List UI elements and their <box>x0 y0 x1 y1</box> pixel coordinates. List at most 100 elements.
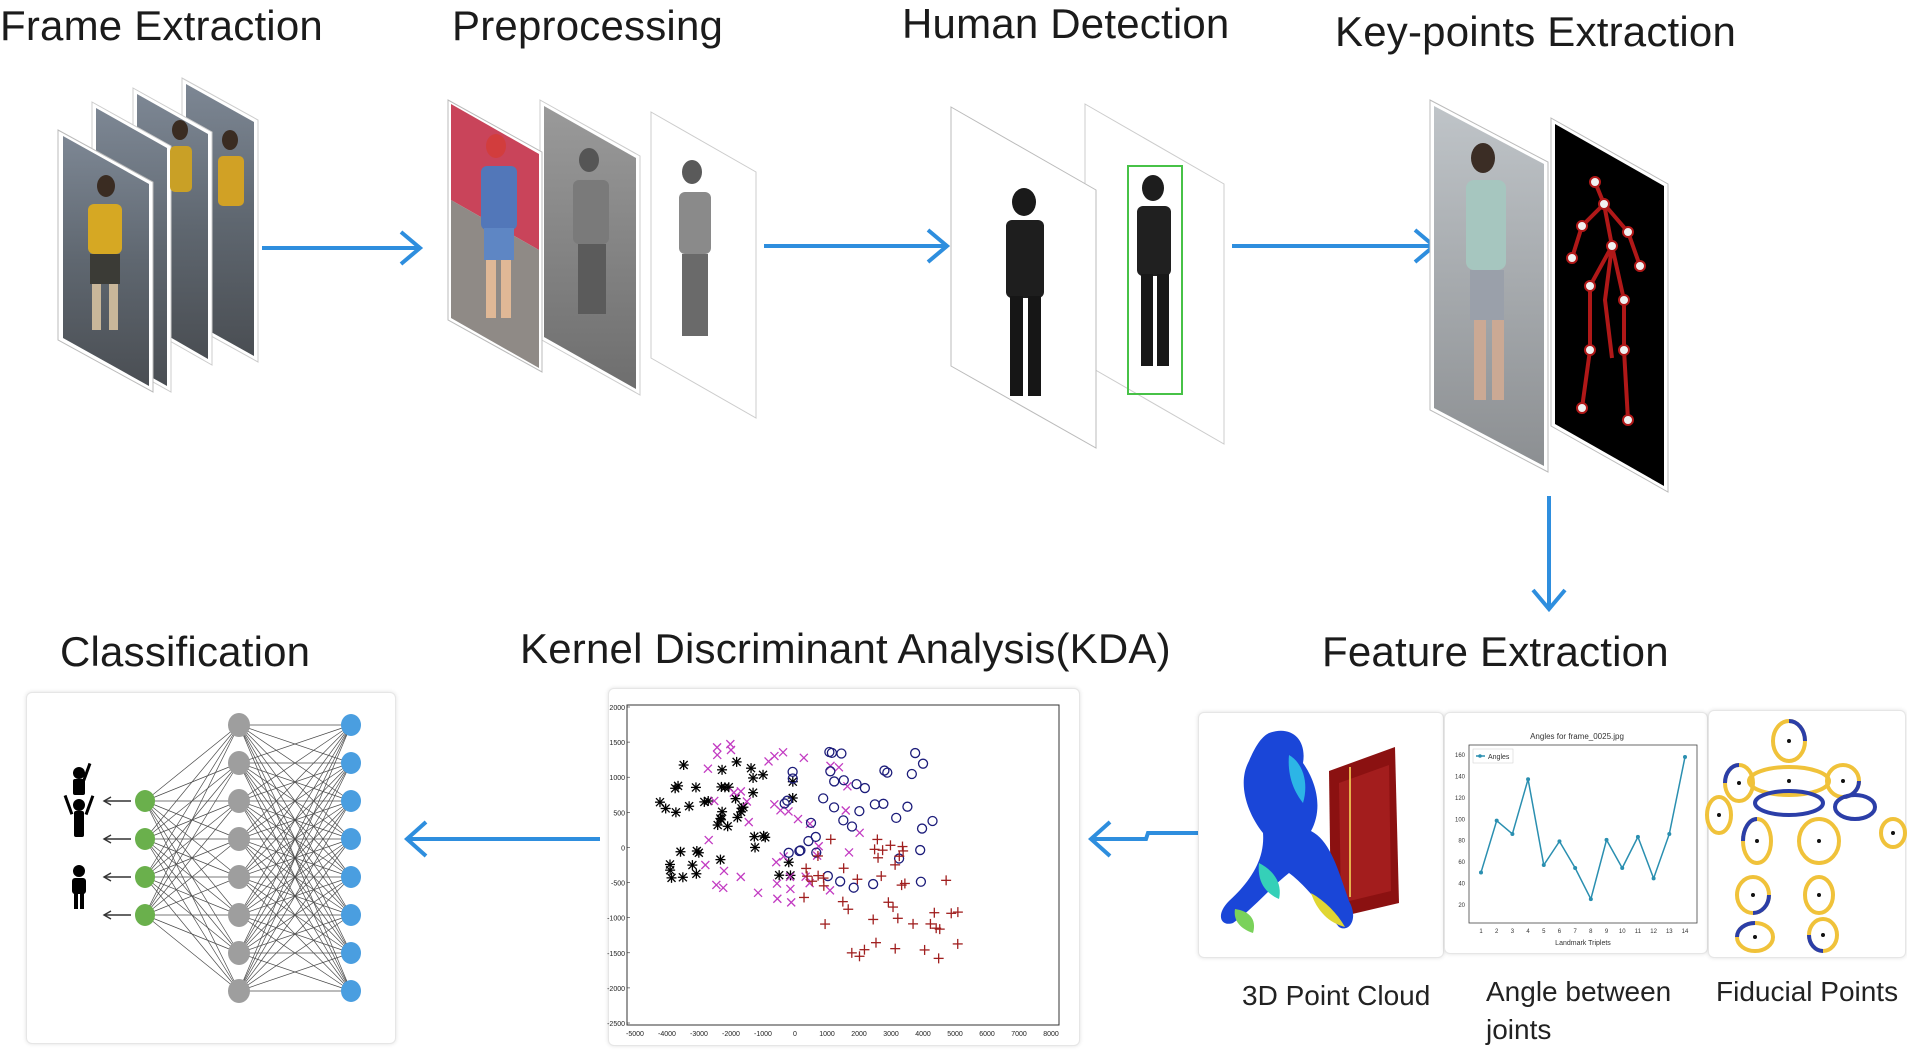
caption-angle-line1: Angle between <box>1486 976 1672 1007</box>
kda-point <box>818 873 829 884</box>
kda-point <box>691 868 702 879</box>
nn-node <box>135 828 155 850</box>
kda-point <box>952 907 963 918</box>
kda-point <box>744 817 754 827</box>
kda-point <box>807 876 818 887</box>
kda-point <box>787 773 798 784</box>
kda-point <box>869 844 880 855</box>
kda-point <box>894 851 905 862</box>
kda-point <box>699 796 710 807</box>
kda-point <box>665 865 676 876</box>
caption-angle-line2: joints <box>1486 1014 1552 1045</box>
kda-x-tick: -2000 <box>722 1031 740 1038</box>
kda-point <box>941 875 952 886</box>
kda-point <box>838 775 849 786</box>
kda-point <box>736 806 747 817</box>
angle-x-tick: 3 <box>1511 929 1515 935</box>
kda-point <box>675 846 686 857</box>
kda-point <box>846 821 858 832</box>
kda-point <box>785 870 796 881</box>
nn-output-arrowhead <box>102 910 112 920</box>
kda-point <box>785 884 795 894</box>
kda-point <box>700 860 710 870</box>
angle-point <box>1526 777 1531 782</box>
kda-point <box>859 782 871 794</box>
kda-point <box>753 888 763 898</box>
title-feature-extraction: Feature Extraction <box>1322 628 1669 675</box>
nn-node <box>228 865 250 889</box>
angle-x-tick: 11 <box>1635 929 1642 935</box>
kda-point <box>684 801 695 812</box>
kda-point <box>736 872 746 882</box>
kda-point <box>799 753 809 763</box>
nn-edge <box>238 724 352 878</box>
kda-point <box>902 801 913 812</box>
classification-panel <box>26 692 396 1044</box>
angle-x-tick: 6 <box>1558 929 1562 935</box>
angle-x-tick: 8 <box>1589 929 1593 935</box>
kda-point <box>799 892 810 903</box>
kda-point <box>778 747 788 757</box>
kda-point <box>883 897 894 908</box>
nn-node <box>228 827 250 851</box>
kda-point <box>851 778 862 790</box>
kda-point <box>848 882 859 893</box>
kda-point <box>835 876 846 887</box>
angle-point <box>1557 839 1562 844</box>
nn-edge <box>238 724 352 992</box>
nn-edge <box>238 876 352 992</box>
kda-y-tick: 1500 <box>609 740 625 747</box>
angle-y-tick: 40 <box>1458 882 1465 888</box>
nn-edge <box>144 838 240 916</box>
angle-point <box>1635 834 1640 839</box>
title-kda: Kernel Discriminant Analysis(KDA) <box>520 625 1171 672</box>
kda-point <box>841 806 851 815</box>
kda-x-tick: 3000 <box>883 1031 899 1038</box>
person-arms-up-icon <box>73 762 92 795</box>
nn-edge <box>144 876 240 916</box>
kda-point <box>750 842 761 853</box>
kda-point <box>783 847 794 858</box>
kda-y-tick: -1000 <box>607 916 625 923</box>
nn-node <box>341 942 361 964</box>
kda-point <box>785 872 795 882</box>
kda-point <box>846 947 857 958</box>
kda-point <box>870 937 881 948</box>
preprocess-stack <box>447 99 757 419</box>
kda-point <box>719 782 730 793</box>
kda-point <box>742 797 752 806</box>
kda-point <box>748 772 759 783</box>
kda-point <box>852 874 863 885</box>
kda-point <box>925 918 936 929</box>
nn-edge <box>238 762 352 992</box>
kda-point <box>718 883 728 893</box>
title-human-detection: Human Detection <box>902 0 1230 47</box>
kda-point <box>829 776 840 787</box>
kda-point <box>814 841 824 851</box>
kda-x-tick: 2000 <box>851 1031 867 1038</box>
kda-point <box>892 913 903 924</box>
kda-point <box>828 802 840 813</box>
angle-point <box>1651 876 1656 881</box>
kda-point <box>869 799 881 810</box>
kda-point <box>867 878 879 890</box>
keypoints-stack <box>1429 99 1669 493</box>
kda-point <box>877 845 888 856</box>
kda-point <box>834 762 844 772</box>
nn-node <box>341 752 361 774</box>
kda-point <box>898 845 909 856</box>
nn-node <box>228 751 250 775</box>
angle-y-tick: 20 <box>1458 903 1465 909</box>
kda-y-tick: -2500 <box>607 1021 625 1028</box>
kda-point <box>786 897 796 907</box>
kda-point <box>837 896 848 907</box>
point-cloud-image <box>1220 730 1399 933</box>
nn-edge <box>238 838 352 992</box>
nn-output-arrowhead <box>102 834 112 844</box>
kda-y-tick: 1000 <box>609 775 625 782</box>
angle-x-tick: 1 <box>1479 929 1483 935</box>
kda-x-tick: 7000 <box>1011 1031 1027 1038</box>
nn-node <box>228 903 250 927</box>
kda-point <box>712 750 722 760</box>
